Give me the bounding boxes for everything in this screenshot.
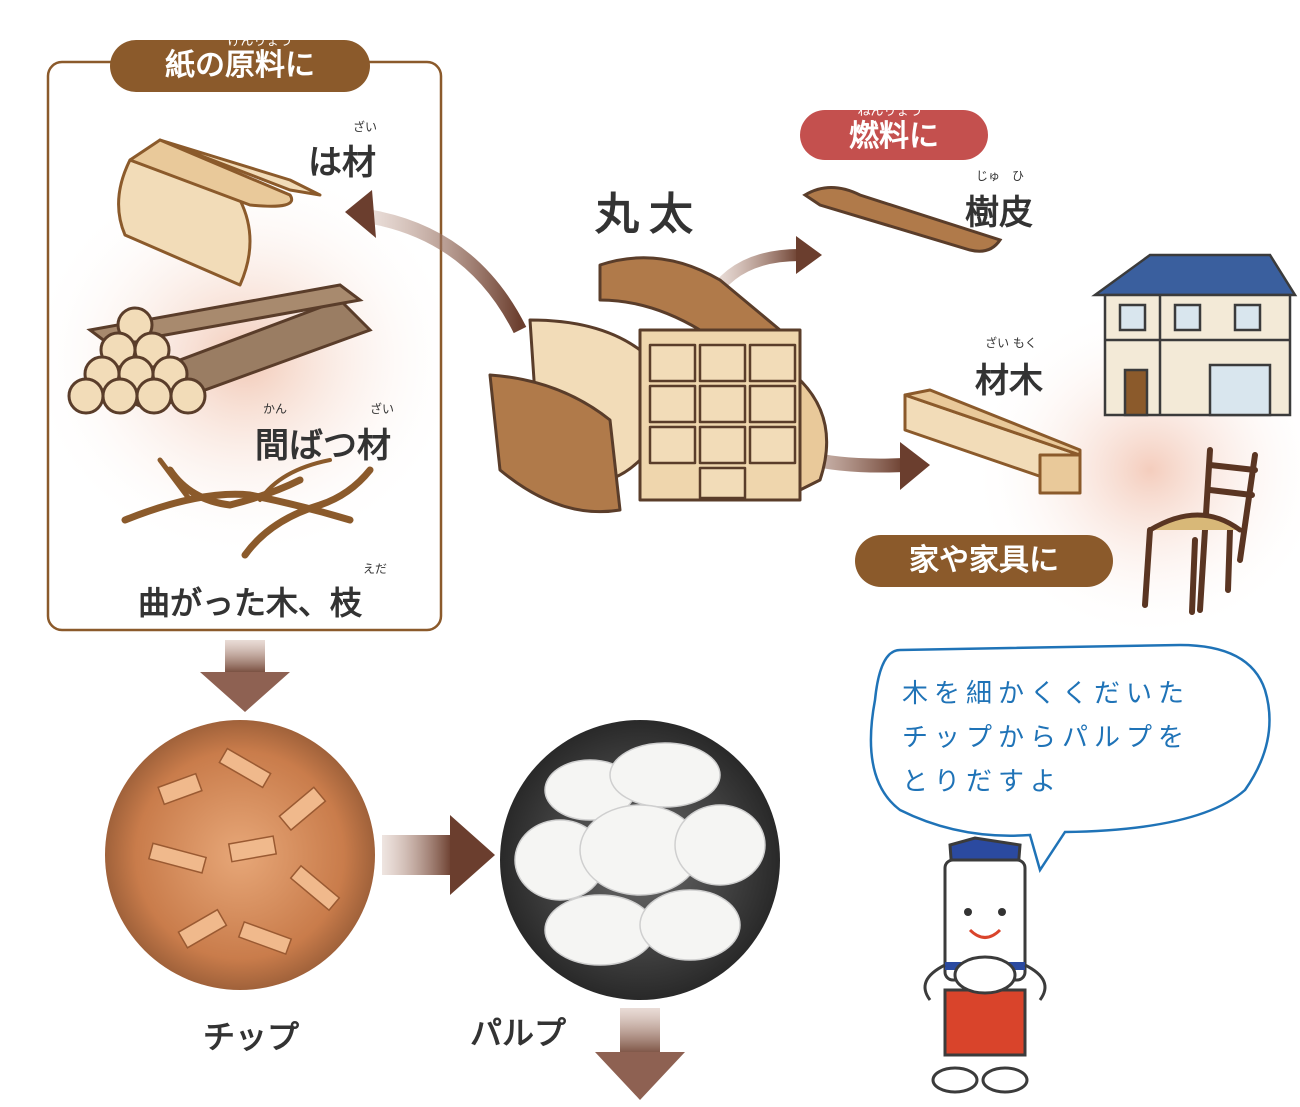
- log-icon: [488, 256, 829, 514]
- lumber-title: 家や家具に: [855, 535, 1113, 587]
- paper-section-title-ruby: げんりょう: [227, 34, 293, 49]
- arrow-to-bark-head: [796, 236, 822, 274]
- paper-section-title: 紙の原料に: [110, 40, 370, 92]
- arrow-chip-to-pulp-shaft: [382, 835, 452, 875]
- branches-icon: [121, 457, 374, 559]
- down-arrow-2-head: [595, 1052, 685, 1100]
- arrow-to-paper-head: [345, 190, 376, 238]
- thinning-logs-icon: [67, 283, 373, 415]
- lumber-icon: [903, 388, 1082, 495]
- arrow-to-lumber-head: [900, 442, 930, 490]
- down-arrow-1-head: [200, 672, 290, 712]
- mascot-milk-carton: [923, 836, 1047, 1094]
- down-arrow-1-shaft: [225, 640, 265, 675]
- thinning-label: 間ばつ材: [255, 426, 391, 466]
- fuel-title: 燃料に: [800, 110, 988, 160]
- arrow-to-paper: [359, 208, 527, 334]
- wood-chip-flakes: [147, 747, 341, 956]
- speech-line-1: 木を細かくくだいた: [902, 679, 1191, 709]
- slab-label: は材: [308, 143, 376, 183]
- pulp-fluff: [514, 742, 766, 966]
- bark-ruby: じゅ ひ: [975, 169, 1024, 183]
- pulp-label: パルプ: [470, 1014, 567, 1052]
- chair-icon: [1142, 447, 1258, 615]
- branches-ruby: えだ: [362, 562, 387, 576]
- chip-label: チップ: [203, 1018, 300, 1056]
- speech-line-2: チップからパルプを: [902, 723, 1191, 753]
- speech-line-3: とりだすよ: [902, 767, 1063, 797]
- house-icon: [1091, 253, 1298, 417]
- bark-icon: [802, 186, 1003, 253]
- fuel-title-ruby: ねんりょう: [857, 104, 923, 119]
- lumber-ruby: ざい もく: [985, 336, 1037, 350]
- branches-label: 曲がった木、枝: [138, 584, 363, 622]
- lumber-label: 材木: [975, 361, 1043, 401]
- arrow-chip-to-pulp-head: [450, 815, 495, 895]
- slab-wood-icon: [117, 138, 322, 287]
- thinning-ruby-b: ざい: [369, 402, 394, 416]
- slab-ruby: ざい: [352, 120, 377, 134]
- thinning-ruby-a: かん: [262, 402, 287, 416]
- speech-text: 木を細かくくだいた チップからパルプを とりだすよ: [902, 672, 1242, 804]
- down-arrow-2-shaft: [620, 1008, 660, 1058]
- bark-label: 樹皮: [965, 193, 1033, 233]
- speech-bubble: [869, 643, 1271, 873]
- log-label: 丸太: [595, 189, 703, 240]
